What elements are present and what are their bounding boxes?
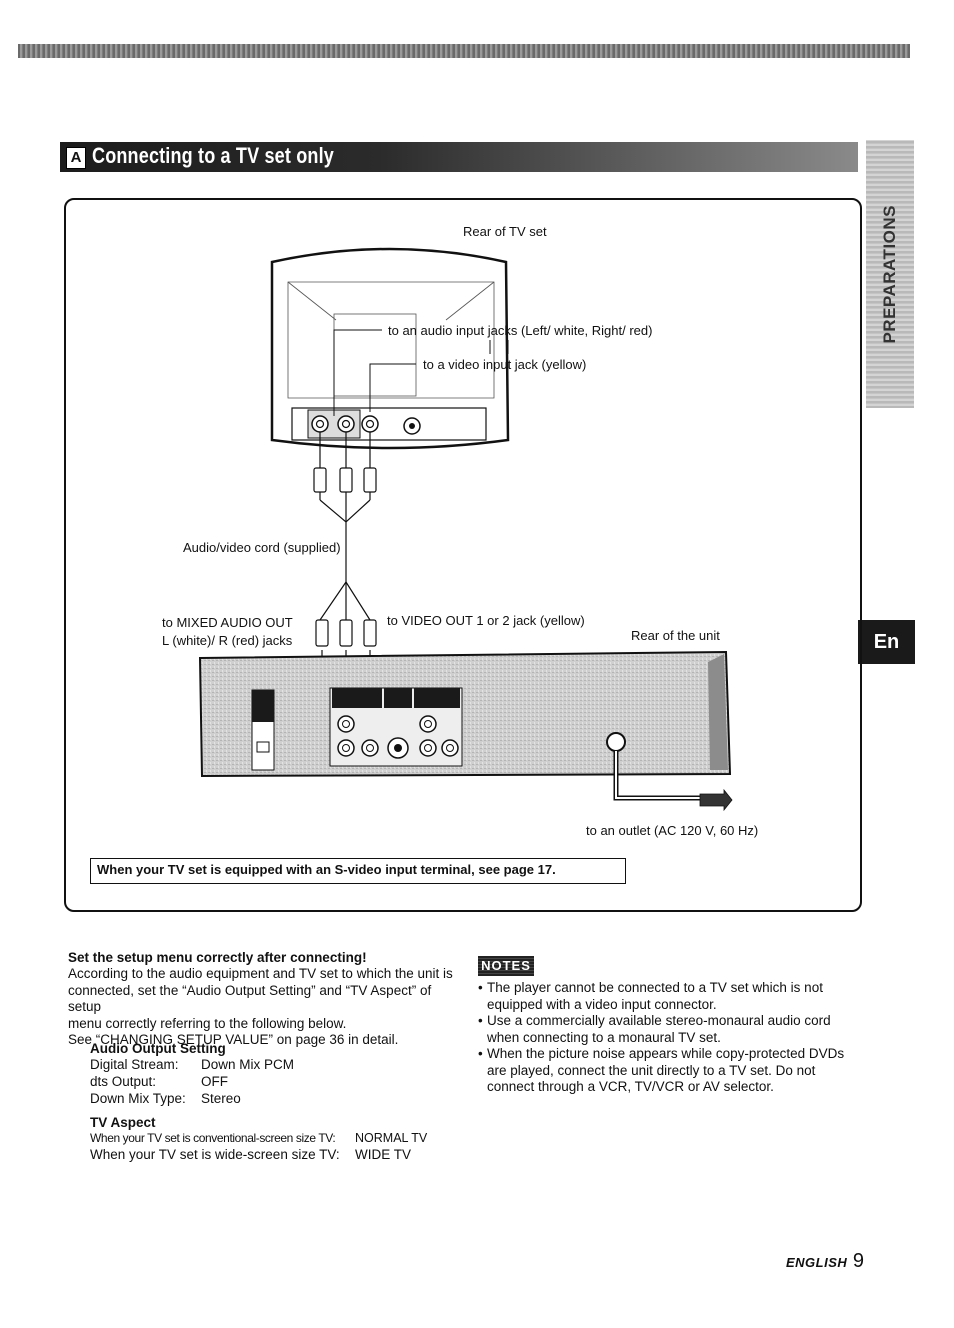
note-item: When the picture noise appears while cop… <box>478 1046 862 1096</box>
label-audio-input: to an audio input jacks (Left/ white, Ri… <box>388 323 653 338</box>
tv-rear-illustration <box>270 247 510 450</box>
s-video-note: When your TV set is equipped with an S-v… <box>97 862 556 877</box>
tv-row-key: When your TV set is conventional-screen … <box>90 1131 336 1145</box>
note-item: The player cannot be connected to a TV s… <box>478 980 862 1013</box>
tv-row-key: When your TV set is wide-screen size TV: <box>90 1147 340 1162</box>
label-mixed-audio-1: to MIXED AUDIO OUT <box>162 615 293 630</box>
s-video-note-box: When your TV set is equipped with an S-v… <box>90 858 626 884</box>
label-video-input: to a video input jack (yellow) <box>423 357 587 372</box>
audio-row-key: dts Output: <box>90 1074 157 1089</box>
label-rear-unit: Rear of the unit <box>631 628 720 643</box>
label-av-cord: Audio/video cord (supplied) <box>183 540 341 555</box>
notes-badge: NOTES <box>478 956 534 976</box>
setup-heading: Set the setup menu correctly after conne… <box>68 950 367 965</box>
section-header-bar <box>60 142 858 172</box>
tv-row-value: NORMAL TV <box>355 1131 428 1145</box>
notes-list: The player cannot be connected to a TV s… <box>478 980 862 1096</box>
setup-line: connected, set the “Audio Output Setting… <box>68 982 432 1015</box>
preparations-tab <box>866 140 914 408</box>
section-letter: A <box>66 147 86 169</box>
section-title: Connecting to a TV set only <box>92 143 334 168</box>
audio-row-value: Down Mix PCM <box>201 1057 295 1072</box>
label-rear-tv: Rear of TV set <box>463 224 547 239</box>
footer-language: ENGLISH <box>786 1255 848 1270</box>
audio-row-value: Stereo <box>201 1091 241 1106</box>
setup-line: According to the audio equipment and TV … <box>68 966 453 981</box>
audio-row-value: OFF <box>201 1074 228 1089</box>
diagram-frame <box>64 198 862 912</box>
setup-paragraph: According to the audio equipment and TV … <box>68 966 458 1049</box>
tv-aspect-heading: TV Aspect <box>90 1115 156 1130</box>
page-footer: ENGLISH 9 <box>786 1250 864 1273</box>
audio-output-heading: Audio Output Setting <box>90 1041 226 1056</box>
page-number: 9 <box>852 1250 864 1272</box>
audio-row-key: Digital Stream: <box>90 1057 179 1072</box>
header-band <box>18 44 910 58</box>
plugs-tv-side <box>313 467 377 500</box>
tv-row-value: WIDE TV <box>355 1147 412 1162</box>
tv-leader-lines <box>333 329 509 416</box>
language-tab: En <box>858 620 915 664</box>
label-outlet: to an outlet (AC 120 V, 60 Hz) <box>586 823 759 838</box>
audio-row-key: Down Mix Type: <box>90 1091 186 1106</box>
label-mixed-audio-2: L (white)/ R (red) jacks <box>162 633 293 648</box>
setup-line: See “CHANGING SETUP VALUE” on page 36 in… <box>68 1032 399 1047</box>
plugs-unit-side <box>315 619 377 647</box>
note-item: Use a commercially available stereo-mona… <box>478 1013 862 1046</box>
player-rear-illustration <box>198 650 733 812</box>
setup-line: menu correctly referring to the followin… <box>68 1015 347 1031</box>
label-video-out: to VIDEO OUT 1 or 2 jack (yellow) <box>387 613 585 628</box>
